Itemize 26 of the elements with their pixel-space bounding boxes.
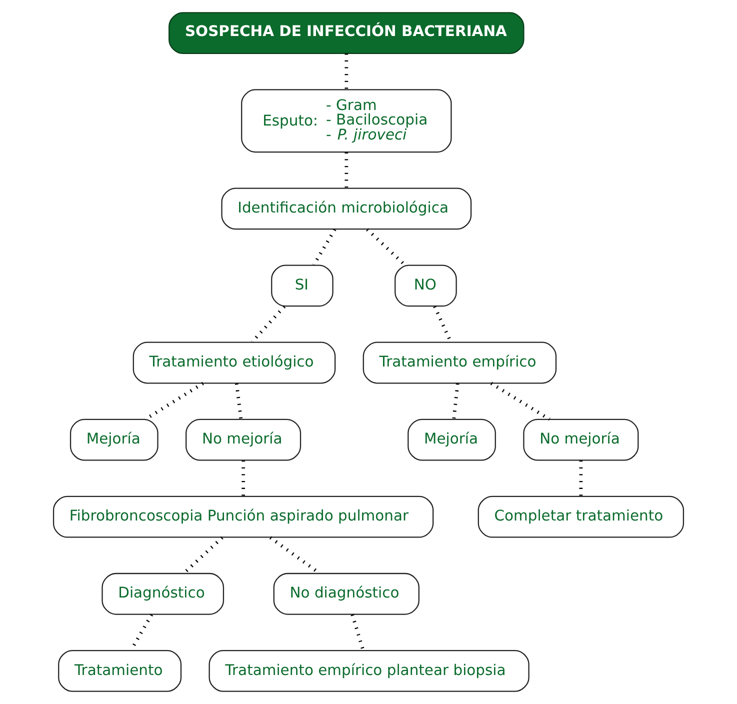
connector <box>182 536 224 574</box>
node-box: No diagnóstico <box>273 572 420 615</box>
connector <box>144 382 204 421</box>
node-box: SI <box>271 264 334 307</box>
node-box: No mejoría <box>523 418 639 461</box>
connector <box>452 383 460 420</box>
connector <box>312 228 336 266</box>
node-box: Diagnóstico <box>102 572 224 615</box>
connector <box>234 383 243 420</box>
node-box: Fibrobroncoscopia Punción aspirado pulmonar <box>52 496 434 538</box>
node-box: NO <box>394 264 457 307</box>
connector <box>350 614 365 651</box>
node-box: Mejoría <box>408 418 496 461</box>
node-box: Tratamiento <box>58 650 182 692</box>
node-box: Tratamiento empírico <box>362 342 557 384</box>
connector <box>250 305 286 343</box>
node-box: Completar tratamiento <box>478 496 684 538</box>
connector <box>490 382 550 421</box>
node-box: SOSPECHA DE INFECCIÓN BACTERIANA <box>168 12 524 54</box>
node-box: No mejoría <box>186 418 302 461</box>
node-box: Tratamiento empírico plantear biopsia <box>208 650 530 692</box>
node-box: Tratamiento etiológico <box>132 342 336 384</box>
node-box: Mejoría <box>70 418 158 461</box>
node-box: Esputo: - Gram - Baciloscopia - P. jiroveci <box>241 89 452 153</box>
connector <box>366 228 406 266</box>
node-box: Identificación microbiológica <box>221 188 472 230</box>
